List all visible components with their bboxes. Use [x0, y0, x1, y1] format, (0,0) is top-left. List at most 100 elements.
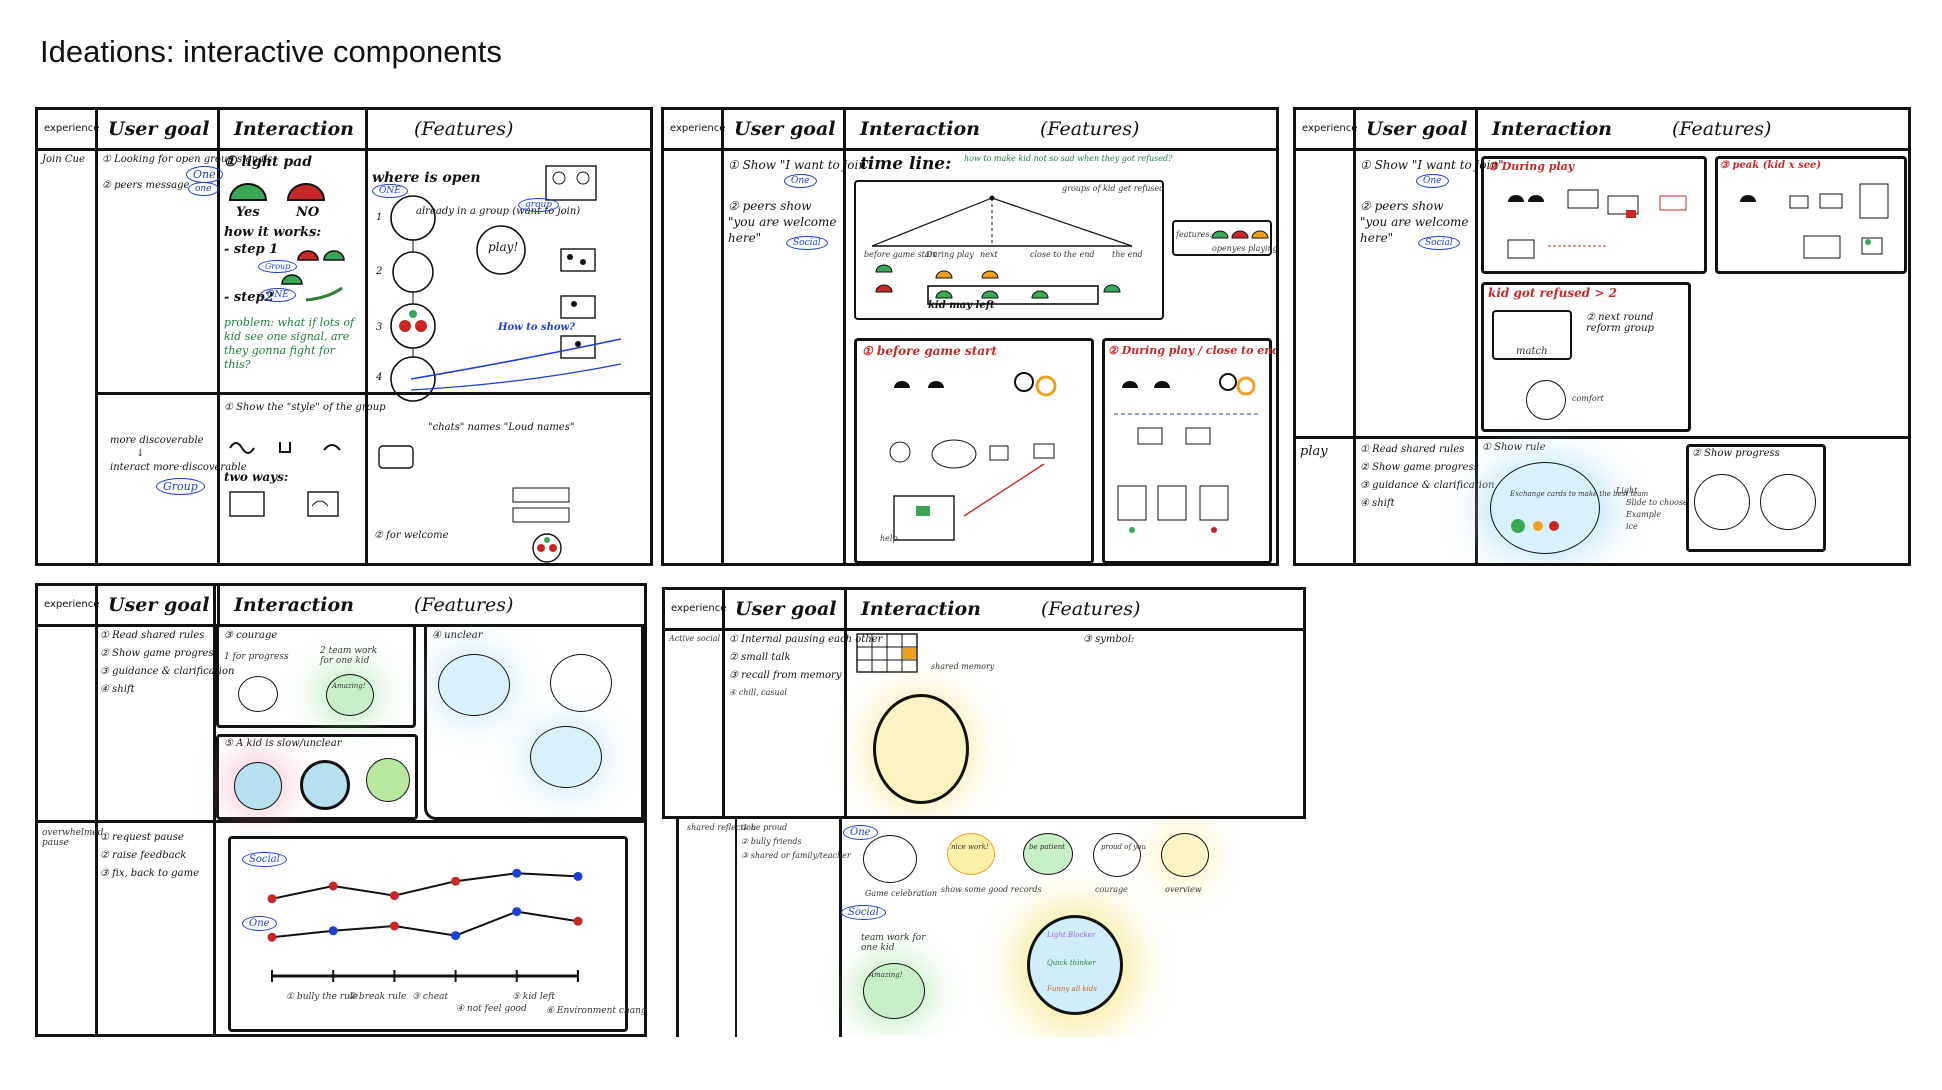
data-point: [512, 907, 521, 916]
series-line: [272, 912, 578, 938]
join-flow-sketch: [371, 154, 631, 394]
board-social: experience User goal Interaction(Feature…: [662, 587, 1306, 819]
experience-header: experience: [38, 110, 98, 148]
feature-lights-icon: [1210, 224, 1270, 244]
divider: [95, 586, 98, 1034]
social-tag: Social: [1418, 236, 1460, 250]
interaction-header: Interaction(Features): [846, 110, 1139, 148]
experience-label: overwhelmed pause: [42, 828, 94, 848]
shared-memory-label: shared memory: [931, 662, 994, 671]
bubble-chart-label: Quick thinker: [1047, 959, 1096, 967]
groups-note: groups of kid get refused: [1062, 184, 1164, 193]
outcome-bubble: [947, 833, 995, 875]
board-header: experience User goal Interaction(Feature…: [665, 590, 1303, 631]
help-note: help: [880, 534, 898, 543]
one-tag: One: [843, 825, 878, 840]
rule-bubble: [1490, 462, 1600, 554]
two-ways: two ways:: [224, 470, 288, 484]
stage-label: During play: [926, 250, 974, 259]
one-tag: One: [186, 166, 223, 183]
yes-label: Yes: [236, 205, 260, 220]
one-tag: ONE: [260, 288, 296, 302]
experience-label: play: [1300, 444, 1328, 459]
goal-item: more discoverable: [110, 435, 204, 446]
rule-bubble: [438, 654, 510, 716]
data-point: [574, 872, 583, 881]
board-social-reflection: shared reflection ① be proud ② bully fri…: [676, 819, 1236, 1037]
user-goal-header: User goal: [98, 586, 220, 624]
outcome-label: Light: [1616, 486, 1637, 495]
x-tick-label: ⑤ kid left: [512, 992, 555, 1002]
outcome-bubble: [1161, 833, 1209, 877]
series-line: [272, 873, 578, 899]
one-tag: One: [1416, 174, 1449, 188]
experience-header: experience: [664, 110, 724, 148]
social-tag: Social: [786, 236, 828, 250]
goal-item: ① request pause: [100, 832, 184, 843]
outcome-label: courage: [1095, 885, 1128, 894]
step-label: 3: [376, 322, 382, 333]
one-tag: one: [188, 182, 219, 196]
goal-item: ③ shared or family/teacher: [741, 851, 851, 860]
experience-label: Join Cue: [42, 154, 85, 165]
outcome-label: show some good records: [941, 885, 1042, 894]
feature-label: open: [1212, 244, 1232, 253]
data-point: [451, 931, 460, 940]
chats-note: "chats" names "Loud names": [428, 422, 574, 433]
feature-label: playing: [1248, 244, 1278, 253]
experience-header: experience: [1296, 110, 1356, 148]
x-tick-label: ② break rule: [348, 992, 406, 1002]
board-join-cue: experience User goal Interaction(Feature…: [35, 107, 653, 566]
refused-title: kid got refused > 2: [1488, 286, 1617, 300]
show-progress-title: ② Show progress: [1692, 448, 1780, 459]
board-play: experience User goal Interaction (Feature…: [1293, 107, 1911, 566]
goal-item: ① Read shared rules: [100, 630, 204, 641]
bubble-text: be patient: [1029, 843, 1065, 851]
user-goal-header: User goal: [1356, 110, 1478, 148]
divider: [735, 819, 737, 1037]
ideation-line-chart: [248, 848, 608, 988]
play-label: play!: [488, 240, 518, 254]
divider: [722, 590, 725, 816]
goal-item: ② raise feedback: [100, 850, 186, 861]
bubble-text: proud of you: [1101, 843, 1146, 851]
arrow-icon: ↓: [136, 448, 144, 459]
goal-item: ② small talk: [729, 652, 791, 663]
user-goal-header: User goal: [724, 110, 846, 148]
courage-title: ③ courage: [224, 630, 277, 641]
goal-item: ④ chill, casual: [729, 688, 787, 697]
timeline-title: time line:: [860, 154, 951, 174]
divider: [95, 110, 98, 563]
team-bubble: [326, 674, 374, 716]
goal-item: ③ fix, back to game: [100, 868, 199, 879]
peak-sketch: [1720, 180, 1900, 270]
how-it-works: how it works:: [224, 225, 321, 240]
interaction-label: Interaction: [860, 118, 980, 140]
divider: [844, 590, 847, 816]
light-pad-title: ① light pad: [224, 154, 312, 170]
data-point: [451, 877, 460, 886]
before-game-title: ① before game start: [862, 344, 997, 358]
data-point: [329, 926, 338, 935]
interaction-label: Interaction: [1492, 118, 1612, 140]
features-label: features:: [1176, 230, 1212, 239]
bubble-text: nice work!: [951, 843, 989, 851]
style-symbols-icon: [228, 436, 348, 460]
divider: [721, 110, 724, 563]
feature-label: yes: [1232, 244, 1245, 253]
x-tick-label: ③ cheat: [412, 992, 448, 1002]
match-label: match: [1516, 346, 1548, 357]
during-play-title: ② During play: [1488, 160, 1574, 173]
no-label: NO: [296, 205, 319, 220]
outcome-bubble: [1093, 833, 1141, 877]
features-label: (Features): [1672, 118, 1772, 140]
experience-header: experience: [665, 590, 725, 628]
experience-label: Active social: [669, 634, 720, 643]
board-rules-progress: experience User goal Interaction(Feature…: [35, 583, 647, 1037]
slow-bubble: [366, 758, 410, 802]
unclear-title: ④ unclear: [432, 630, 482, 641]
board-header: experience User goal Interaction(Feature…: [664, 110, 1276, 151]
during-play-title: ② During play / close to end: [1108, 344, 1279, 357]
symbol-title: ③ symbol:: [1083, 634, 1134, 645]
comfort-label: comfort: [1572, 394, 1604, 403]
